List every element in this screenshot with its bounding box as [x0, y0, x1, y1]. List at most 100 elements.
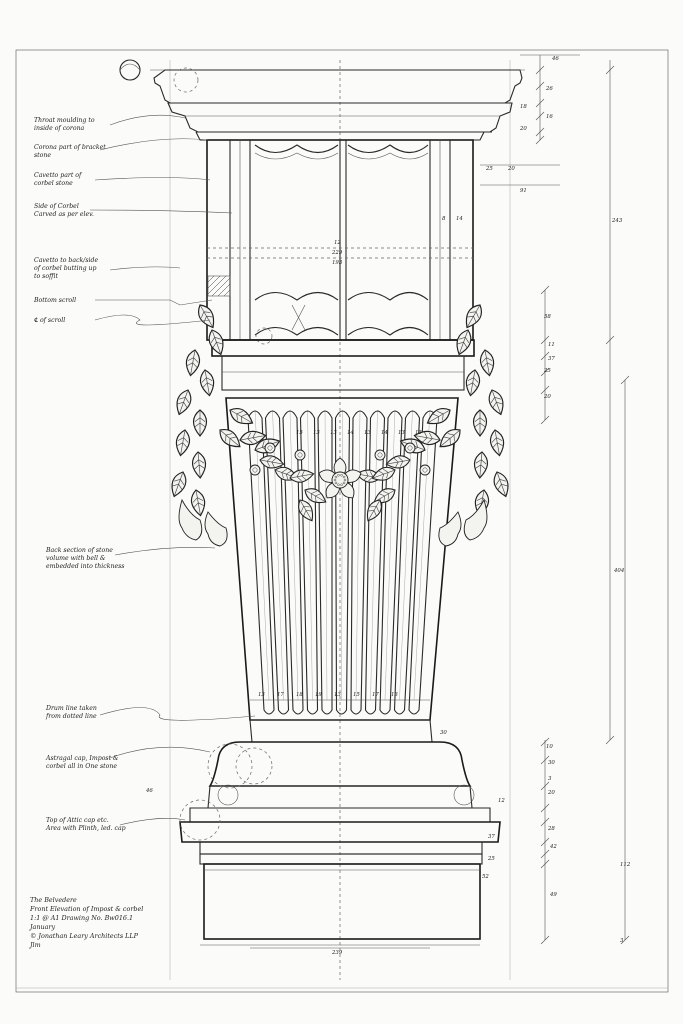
dim-42: 42 [549, 844, 557, 850]
flute [247, 410, 275, 715]
flute-label-top: 14 [347, 430, 354, 436]
impost-base [179, 719, 501, 940]
flute-label-bottom: 17 [372, 692, 379, 698]
flute [282, 410, 304, 715]
corona [150, 69, 525, 141]
flute-label-top: 15 [296, 430, 303, 436]
svg-text:Top of Attic cap etc.Area with: Top of Attic cap etc.Area with Plinth, l… [45, 817, 126, 832]
dim-30b: 30 [440, 730, 447, 736]
rose-icon [318, 457, 362, 499]
dimension-labels: 46 26 18 16 20 25 20 91 243 8 14 12 229 … [145, 56, 631, 956]
dim-total-upper: 243 [611, 218, 623, 224]
title-line-4: January [28, 923, 55, 931]
garland-icon [171, 304, 509, 522]
flute-label-top: 13 [364, 430, 371, 436]
flute [264, 410, 290, 715]
note-back-section-2: volume with bell & [46, 555, 106, 562]
flute [393, 410, 421, 715]
note-cavetto-2: corbel stone [34, 180, 73, 187]
dim-37b: 37 [488, 834, 495, 840]
note-cavetto-1: Cavetto part of [34, 172, 83, 179]
svg-text:Astragal cap, Impost &corbel a: Astragal cap, Impost &corbel all in One … [45, 755, 119, 770]
dim-58: 58 [544, 314, 551, 320]
dim-49: 49 [549, 892, 557, 898]
dim-20d: 20 [547, 790, 555, 796]
note-side-1: Side of Corbel [34, 203, 79, 210]
dim-body-h: 404 [613, 568, 625, 574]
note-top-attic-1: Top of Attic cap etc. [46, 817, 109, 824]
note-back-section-1: Back section of stone [45, 547, 113, 554]
title-block: The Belvedere Front Elevation of Impost … [28, 896, 145, 949]
dim-193: 193 [332, 260, 343, 266]
flute [299, 410, 319, 715]
dim-25b: 25 [543, 368, 551, 374]
note-drum-2: from dotted line [45, 713, 97, 720]
title-line-1: The Belvedere [30, 896, 77, 904]
dim-12b: 12 [498, 798, 505, 804]
dim-46: 46 [145, 788, 153, 794]
flute [350, 410, 368, 715]
flute [317, 410, 333, 715]
dim-16: 16 [546, 114, 553, 120]
title-line-3: 1:1 @ A1 Drawing No. Bw016.1 [30, 914, 133, 922]
dim-18: 18 [520, 104, 527, 110]
dim-229: 229 [331, 250, 343, 256]
dim-25: 25 [485, 166, 493, 172]
dim-20b: 20 [507, 166, 515, 172]
dim-239: 239 [331, 950, 343, 956]
dim-top-overhang: 46 [551, 56, 559, 62]
dim-20c: 20 [543, 394, 551, 400]
flute-label-top: 13 [398, 430, 405, 436]
note-top-attic-2: Area with Plinth, led. cap [45, 825, 126, 832]
dim-12: 12 [334, 240, 341, 246]
note-bottom-scroll: Bottom scroll [33, 297, 76, 304]
bell-cap [211, 339, 475, 399]
note-throat-2: inside of corona [34, 125, 85, 132]
title-line-6: Jlm [28, 941, 41, 949]
flute-label-bottom: 15 [353, 692, 360, 698]
dim-25c: 25 [487, 856, 495, 862]
dim-8: 8 [442, 216, 446, 222]
note-throat-1: Throat moulding to [34, 117, 95, 124]
flute-label-bottom: 18 [296, 692, 303, 698]
note-cavetto-back-2: of corbel butting up [34, 265, 96, 272]
note-corona-1: Corona part of bracket [34, 144, 106, 151]
sheet-border [15, 49, 669, 993]
note-astragal-2: corbel all in One stone [46, 763, 117, 770]
flute-label-bottom: 13 [334, 692, 341, 698]
note-drum-1: Drum line taken [45, 705, 97, 712]
note-corona-2: stone [34, 152, 51, 159]
flute-label-bottom: 13 [391, 692, 398, 698]
dim-20: 20 [519, 126, 527, 132]
flute [364, 410, 386, 715]
note-back-section-3: embedded into thickness [46, 563, 124, 570]
note-cavetto-back-3: to soffit [34, 273, 58, 280]
flute-label-top: 13 [313, 430, 320, 436]
flute-label-bottom: 17 [277, 692, 284, 698]
dim-52: 52 [482, 874, 489, 880]
dim-30: 30 [548, 760, 555, 766]
note-scroll-center: ℄ of scroll [34, 317, 65, 324]
note-astragal-1: Astragal cap, Impost & [45, 755, 119, 762]
flute-label-bottom: 19 [315, 692, 322, 698]
dim-91: 91 [520, 188, 527, 194]
dim-base-h: 112 [620, 862, 631, 868]
note-side-2: Carved as per elev. [34, 211, 94, 218]
title-line-5: © Jonathan Leary Architects LLP [30, 932, 139, 940]
dim-37: 37 [548, 356, 555, 362]
flute [408, 410, 438, 715]
flute-label-bottom: 13 [258, 692, 265, 698]
note-cavetto-back-1: Cavetto to back/side [34, 257, 98, 264]
title-line-2: Front Elevation of Impost & corbel [29, 905, 143, 913]
flute [334, 410, 351, 715]
dimension-lines [200, 54, 630, 949]
